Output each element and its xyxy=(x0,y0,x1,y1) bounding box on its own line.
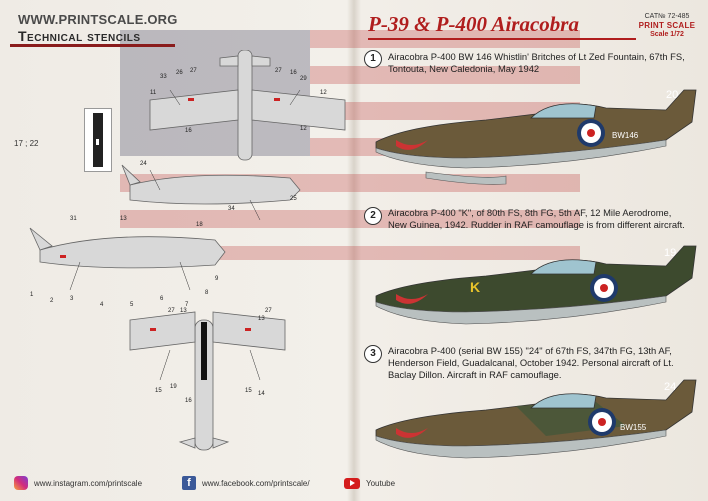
svg-text:1: 1 xyxy=(30,292,34,298)
svg-text:6: 6 xyxy=(160,296,164,302)
profile-number-3: 3 xyxy=(364,345,382,363)
profile-description-2: Airacobra P-400 "K", of 80th FS, 8th FG,… xyxy=(388,207,685,230)
youtube-link[interactable]: Youtube xyxy=(366,479,396,488)
svg-text:12: 12 xyxy=(300,126,307,132)
facebook-link[interactable]: www.facebook.com/printscale/ xyxy=(202,479,310,488)
detail-inset xyxy=(84,108,112,172)
sheet-title-rule xyxy=(368,38,636,40)
svg-text:29: 29 xyxy=(300,76,307,82)
sheet-title: P-39 & P-400 Airacobra xyxy=(368,12,579,36)
svg-text:15: 15 xyxy=(155,388,162,394)
svg-text:16: 16 xyxy=(185,398,192,404)
svg-text:4: 4 xyxy=(100,302,104,308)
fuselage-side-view xyxy=(129,174,301,205)
instagram-icon[interactable] xyxy=(14,476,28,490)
svg-text:13: 13 xyxy=(258,316,265,322)
left-wing-bottom xyxy=(129,311,196,351)
profile-description-1: Airacobra P-400 BW 146 Whistlin' Britche… xyxy=(388,51,685,74)
svg-text:27: 27 xyxy=(275,68,282,74)
profile-1-serial: BW146 xyxy=(612,131,639,140)
svg-text:16: 16 xyxy=(290,70,297,76)
svg-text:27: 27 xyxy=(168,308,175,314)
svg-text:7: 7 xyxy=(185,302,189,308)
website-label: WWW.PRINTSCALE.ORG xyxy=(18,12,178,27)
svg-text:12: 12 xyxy=(320,90,327,96)
svg-text:18: 18 xyxy=(196,222,203,228)
fuselage-bottom-view xyxy=(194,319,214,451)
svg-text:3: 3 xyxy=(70,296,74,302)
facebook-icon[interactable]: f xyxy=(182,476,196,490)
svg-text:9: 9 xyxy=(215,276,219,282)
profile-2-code: 19 xyxy=(664,247,676,259)
svg-text:2: 2 xyxy=(50,298,54,304)
svg-text:27: 27 xyxy=(190,68,197,74)
title-underline xyxy=(10,44,175,47)
svg-text:5: 5 xyxy=(130,302,134,308)
svg-text:14: 14 xyxy=(258,391,265,397)
svg-text:31: 31 xyxy=(70,216,77,222)
svg-text:13: 13 xyxy=(120,216,127,222)
profile-number-2: 2 xyxy=(364,207,382,225)
profile-2-letter: K xyxy=(470,279,480,295)
svg-text:11: 11 xyxy=(150,90,157,96)
svg-text:8: 8 xyxy=(205,290,209,296)
svg-text:26: 26 xyxy=(176,70,183,76)
profile-1-code: 20 xyxy=(666,89,678,101)
youtube-icon[interactable] xyxy=(344,478,360,489)
profile-3-serial: BW155 xyxy=(620,423,647,432)
scale-label: Scale 1/72 xyxy=(650,31,684,38)
inset-code-label: 17 ; 22 xyxy=(14,139,39,148)
section-title: Technical stencils xyxy=(18,28,141,44)
svg-text:13: 13 xyxy=(180,308,187,314)
fuselage-side-view-2 xyxy=(39,236,226,269)
instagram-link[interactable]: www.instagram.com/printscale xyxy=(34,479,143,488)
right-wing-top xyxy=(251,89,346,131)
left-wing-top xyxy=(149,89,239,131)
aircraft-profile-2: K 19 xyxy=(375,245,697,325)
svg-text:34: 34 xyxy=(228,206,235,212)
svg-text:27: 27 xyxy=(265,308,272,314)
svg-text:15: 15 xyxy=(245,388,252,394)
catalog-number: CAT№ 72-485 xyxy=(644,13,690,20)
profile-description-3: Airacobra P-400 (serial BW 155) "24" of … xyxy=(388,345,674,380)
aircraft-profile-1: 20 BW146 xyxy=(375,89,697,185)
svg-text:16: 16 xyxy=(185,128,192,134)
profile-3-code: 24 xyxy=(664,381,676,393)
fuselage-top-view xyxy=(237,50,253,161)
catalog-box: CAT№ 72-485 PRINT SCALE Scale 1/72 xyxy=(638,12,696,39)
svg-text:24: 24 xyxy=(140,161,147,167)
aircraft-profile-3: 24 BW155 xyxy=(375,379,697,459)
svg-text:25: 25 xyxy=(290,196,297,202)
profile-number-1: 1 xyxy=(364,50,382,68)
svg-text:19: 19 xyxy=(170,384,177,390)
svg-text:33: 33 xyxy=(160,74,167,80)
footer: www.instagram.com/printscale f www.faceb… xyxy=(14,474,694,494)
brand-logo: PRINT SCALE xyxy=(638,21,696,30)
